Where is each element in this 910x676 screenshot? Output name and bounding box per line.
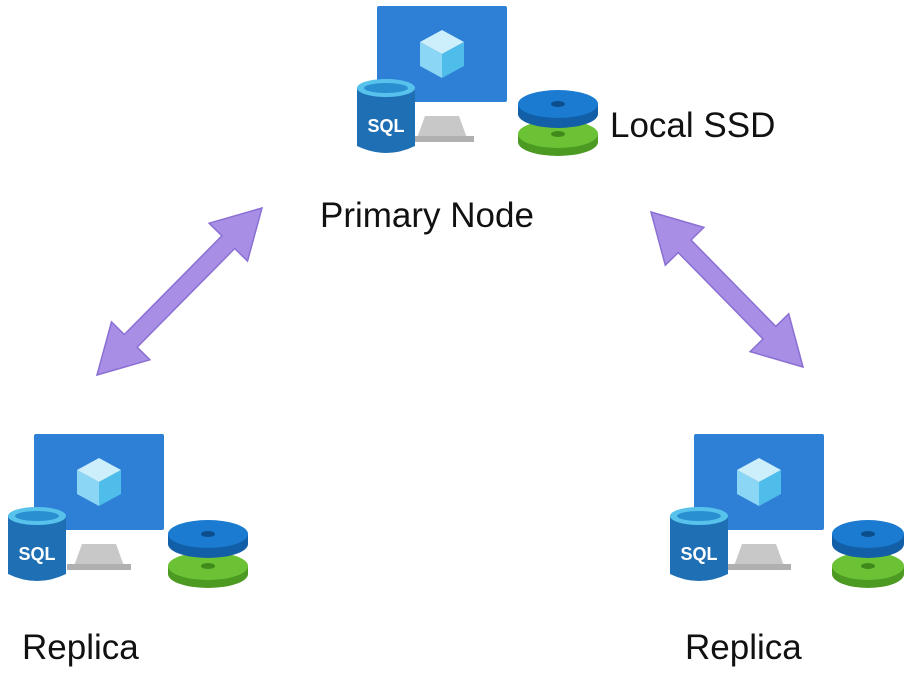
double-arrow-left	[95, 206, 264, 377]
sql-label: SQL	[18, 544, 55, 564]
virtual-machine-icon	[694, 434, 824, 570]
storage-label: Local SSD	[610, 106, 776, 145]
sql-database-icon: SQL	[357, 79, 415, 153]
virtual-machine-icon	[377, 6, 507, 142]
cube-icon	[77, 458, 121, 506]
replica-left-label: Replica	[22, 628, 139, 667]
primary-node-label: Primary Node	[320, 196, 534, 235]
sql-database-icon: SQL	[670, 507, 728, 581]
disk-stack-icon	[832, 520, 904, 588]
disk-stack-icon	[168, 520, 248, 588]
sql-label: SQL	[680, 544, 717, 564]
replica-right-node: SQL	[668, 434, 908, 594]
sql-database-icon: SQL	[8, 507, 66, 581]
replica-left-icons: SQL	[8, 434, 248, 588]
replica-right-label: Replica	[685, 628, 802, 667]
primary-node-icons: SQL	[357, 6, 598, 156]
virtual-machine-icon	[34, 434, 164, 570]
sql-label: SQL	[367, 116, 404, 136]
double-arrow-right	[649, 210, 805, 369]
cube-icon	[420, 30, 464, 78]
disk-stack-icon	[518, 90, 598, 156]
cube-icon	[737, 458, 781, 506]
replica-left-node: SQL	[6, 434, 256, 594]
replica-right-icons: SQL	[670, 434, 904, 588]
primary-node: SQL	[355, 6, 605, 166]
